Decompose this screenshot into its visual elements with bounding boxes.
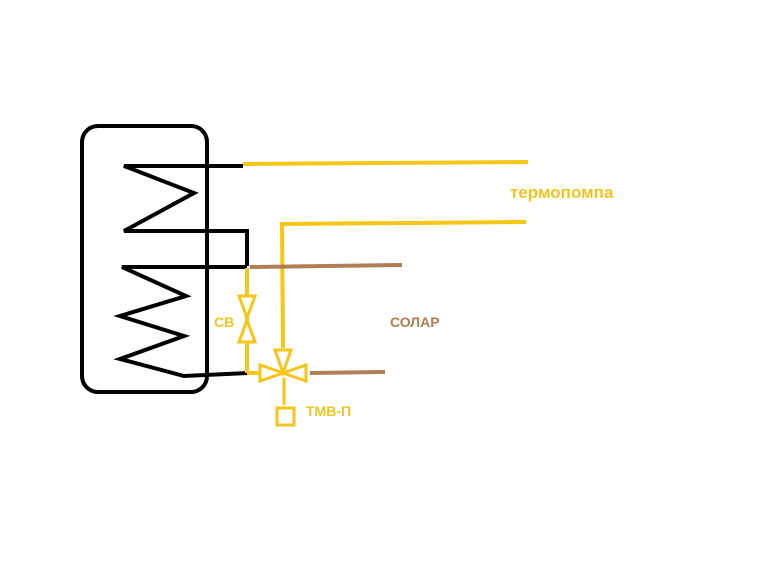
storage-tank [80, 124, 209, 394]
solar-lower-line [309, 370, 386, 375]
solar-label: СОЛАР [390, 314, 440, 330]
heat-pump-label: термопомпа [510, 183, 614, 202]
upper-coil [123, 164, 249, 266]
heat-pump-supply-line [242, 160, 529, 166]
heat-pump-return-line [279, 220, 527, 349]
lower-coil [113, 265, 249, 379]
check-valve [236, 294, 258, 344]
check-valve-label: СВ [214, 314, 234, 330]
mixing-valve [258, 348, 308, 427]
mixing-valve-label: ТМВ-П [306, 403, 351, 419]
solar-upper-line [249, 263, 403, 269]
